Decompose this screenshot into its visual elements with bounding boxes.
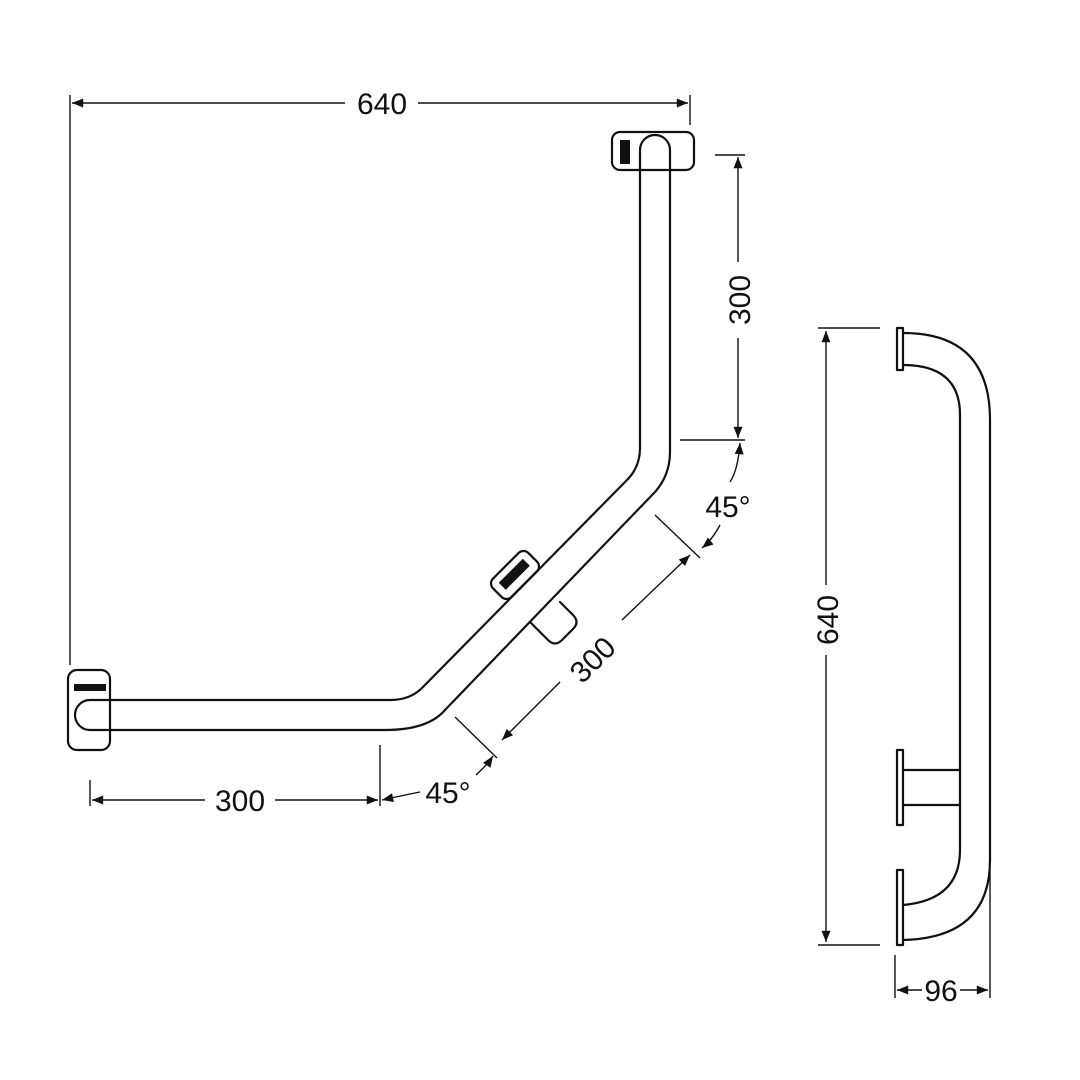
bottom-wall-flange [66, 668, 112, 752]
top-wall-flange [610, 130, 696, 172]
middle-support-flange [489, 549, 541, 601]
dim-diagonal-segment: 300 [564, 631, 623, 690]
dim-overall-width: 640 [357, 88, 407, 121]
dim-vertical-segment: 300 [724, 275, 757, 325]
dim-horizontal-segment: 300 [215, 785, 265, 818]
dimensions-front: 640 300 300 300 45° 45° [69, 88, 757, 818]
dimensions-side: 640 96 [812, 327, 991, 1008]
angle-lower: 45° [425, 777, 470, 810]
front-view-bar [66, 130, 696, 752]
dim-side-height: 640 [812, 595, 845, 645]
angle-upper: 45° [705, 491, 750, 524]
side-view-bar [895, 326, 992, 947]
dim-side-depth: 96 [924, 975, 957, 1008]
